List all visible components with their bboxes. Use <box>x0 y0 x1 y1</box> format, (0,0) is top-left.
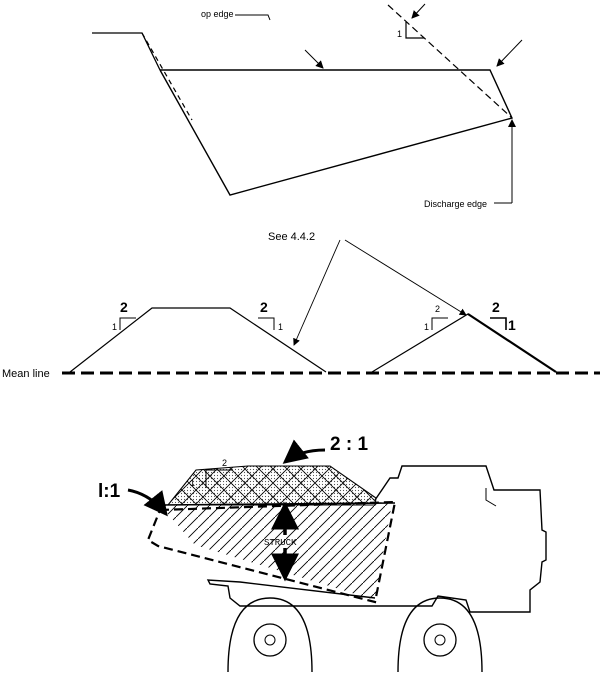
ref-line-left <box>293 239 341 346</box>
right-heap-run-left: 2 <box>435 304 440 314</box>
ratio-side-label: l:1 <box>98 481 121 502</box>
ratio-top-label: 2 : 1 <box>330 434 368 455</box>
heaped-load-hatch <box>166 465 377 506</box>
heap-profiles-diagram: See 4.4.2 1 2 2 1 1 2 2 1 Mean line <box>2 231 600 380</box>
left-heap-slope-mark-right <box>258 317 275 330</box>
struck-label: STRUCK <box>264 538 297 548</box>
rear-wheel <box>227 597 313 673</box>
slope-label: 1 <box>397 29 402 39</box>
discharge-label: Discharge edge <box>424 199 487 209</box>
top-edge-arrow <box>304 49 324 69</box>
truck-cab-window <box>485 488 497 507</box>
body-profile-diagram: op edge 1 Discharge edge <box>92 3 523 209</box>
left-heap-run-left: 2 <box>120 299 128 315</box>
haul-truck-diagram: STRUCK 1 2 2 : 1 l:1 <box>98 434 547 673</box>
slope-triangle <box>405 22 424 39</box>
discharge-dash <box>387 4 513 119</box>
right-heap-run-right: 2 <box>492 299 500 315</box>
right-heap-rise-right: 1 <box>508 317 516 333</box>
struck-load <box>160 503 392 600</box>
right-heap-slope-mark-left <box>431 317 448 330</box>
mean-line-label: Mean line <box>2 368 50 380</box>
truck-cab-outline <box>206 465 547 613</box>
front-wheel <box>397 597 483 673</box>
left-heap-profile <box>69 307 327 373</box>
ref-line-right <box>344 239 467 316</box>
corner-arrow <box>496 39 523 67</box>
left-heap-slope-mark-left <box>119 317 136 330</box>
right-heap-bold-slope <box>467 313 557 373</box>
heap-slope-mark <box>205 469 232 488</box>
right-heap-profile <box>371 313 557 373</box>
left-heap-run-right: 2 <box>260 299 268 315</box>
top-edge-leader <box>235 14 271 21</box>
body-dashed-outline <box>146 500 397 604</box>
heap-slope-run: 2 <box>222 458 227 468</box>
left-heap-rise-right: 1 <box>278 322 283 332</box>
left-heap-rise-left: 1 <box>112 322 117 332</box>
ratio-side-arrow <box>127 488 168 517</box>
ratio-top-arrow <box>282 439 326 464</box>
top-edge-line <box>92 32 161 71</box>
body-outline <box>159 69 513 196</box>
top-edge-dash <box>141 32 193 121</box>
slope-arrow <box>411 3 426 19</box>
heap-slope-rise: 1 <box>190 478 195 488</box>
reference-label: See 4.4.2 <box>268 231 315 243</box>
right-heap-rise-left: 1 <box>424 322 429 332</box>
right-heap-slope-mark-right <box>490 317 507 330</box>
top-edge-label: op edge <box>201 9 234 19</box>
